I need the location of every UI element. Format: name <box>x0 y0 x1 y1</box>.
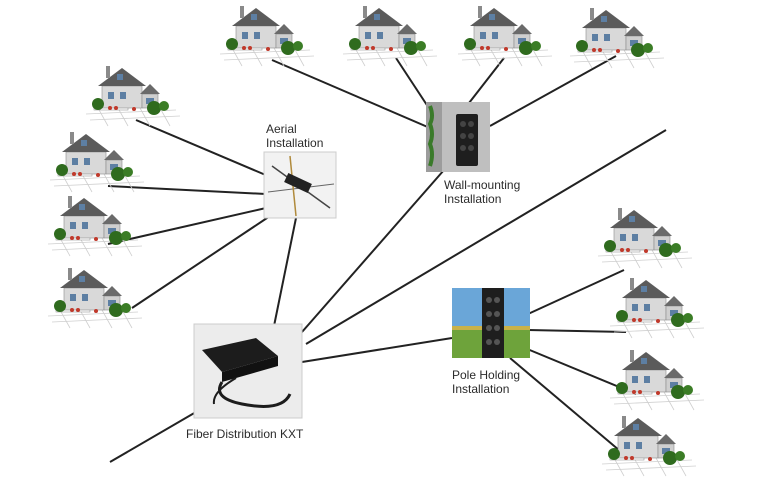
pole-holding-installation-image <box>452 288 530 358</box>
house-icon <box>219 5 315 67</box>
aerial-installation-label: Aerial Installation <box>266 122 324 150</box>
house-icon <box>609 277 705 339</box>
connection-line <box>489 55 617 127</box>
house-icon <box>597 207 693 269</box>
connection-line <box>135 119 269 177</box>
connection-line <box>509 357 627 457</box>
house-icon <box>609 349 705 411</box>
connection-line <box>527 269 625 315</box>
pole-holding-installation-label: Pole Holding Installation <box>452 368 521 396</box>
house-icon <box>47 267 143 329</box>
house-icon <box>47 195 143 257</box>
connection-line <box>107 207 267 245</box>
house-icon <box>569 7 665 69</box>
connection-line <box>305 129 667 345</box>
wall-mounting-installation-label: Wall-mounting Installation <box>444 178 521 206</box>
house-icon <box>457 5 553 67</box>
connection-line <box>527 329 627 333</box>
connection-line <box>301 169 445 333</box>
connection-line <box>271 59 431 129</box>
house-icon <box>49 131 145 193</box>
aerial-installation-image <box>263 151 337 219</box>
connection-line <box>301 337 453 363</box>
connection-line <box>273 217 297 327</box>
wall-mounting-installation-image <box>426 102 490 172</box>
connection-line <box>131 215 271 309</box>
house-icon <box>342 5 438 67</box>
house-icon <box>85 65 181 127</box>
house-icon <box>601 415 697 477</box>
connection-line <box>107 185 267 195</box>
fiber-distribution-kxt-label: Fiber Distribution KXT <box>186 427 304 441</box>
fiber-distribution-kxt-image <box>193 323 303 419</box>
connection-line <box>109 411 197 463</box>
